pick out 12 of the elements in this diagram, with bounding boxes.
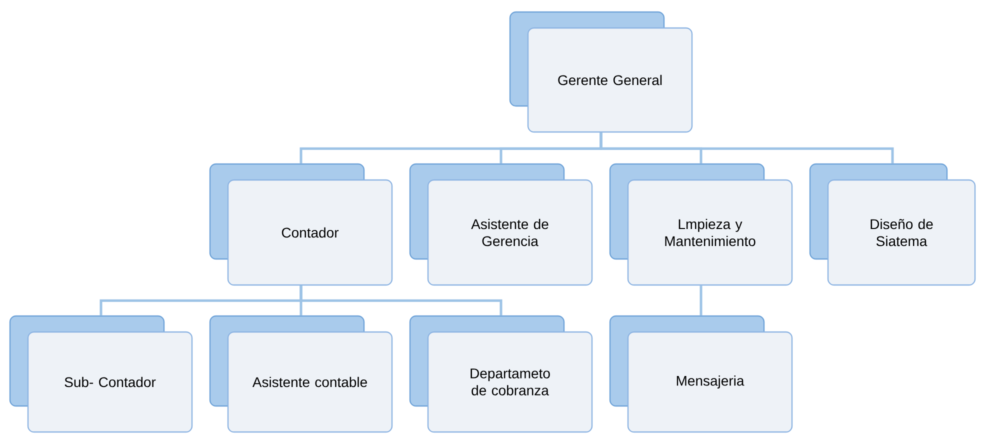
org-box: Departameto de cobranza	[409, 315, 593, 433]
connector-line	[600, 132, 894, 164]
org-box: Sub- Contador	[9, 315, 193, 433]
org-box: Gerente General	[509, 11, 693, 133]
org-box: Contador	[209, 163, 393, 286]
org-box: Diseño de Siatema	[809, 163, 976, 286]
org-box: Asistente de Gerencia	[409, 163, 593, 286]
connector-line	[300, 286, 502, 316]
connector-line	[700, 286, 702, 316]
org-box: Lmpieza y Mantenimiento	[609, 163, 793, 286]
org-box: Asistente contable	[209, 315, 393, 433]
org-box: Mensajeria	[609, 315, 793, 433]
